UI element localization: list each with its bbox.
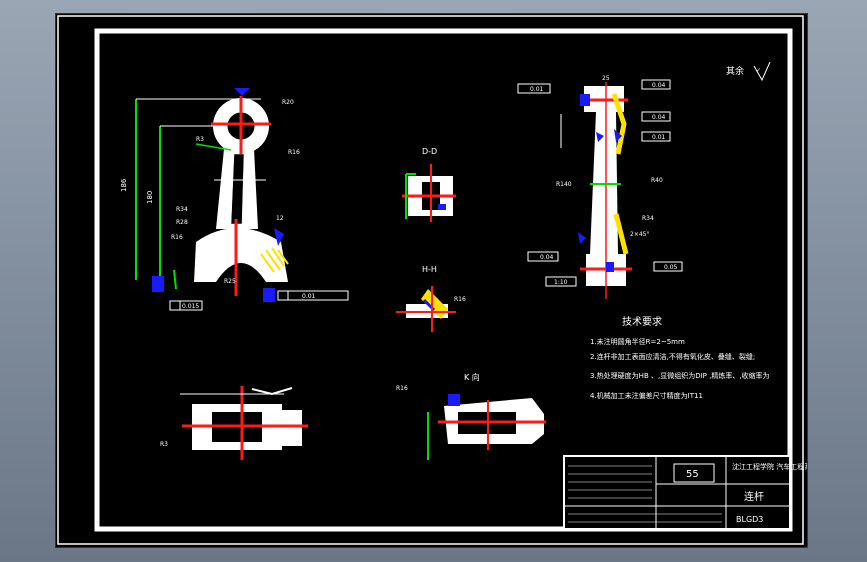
label-r34: R34 xyxy=(176,206,188,213)
svg-text:0.04: 0.04 xyxy=(652,82,666,89)
section-dd: D-D xyxy=(402,147,456,222)
svg-text:R34: R34 xyxy=(642,215,654,222)
svg-text:✓: ✓ xyxy=(756,67,761,74)
view-k: K 向 R16 xyxy=(396,372,546,460)
svg-text:2×45°: 2×45° xyxy=(630,231,649,238)
section-hh: H-H R16 xyxy=(396,265,466,332)
requirement-1: 1.未注明圆角半径R=2~5mm xyxy=(590,337,685,346)
svg-text:25: 25 xyxy=(602,75,610,82)
svg-text:H-H: H-H xyxy=(422,265,437,274)
technical-requirements: 技术要求 1.未注明圆角半径R=2~5mm 2.连杆非加工表面应清洁,不得有氧化… xyxy=(590,315,770,400)
label-r25: R25 xyxy=(224,278,236,285)
tol-001: 0.01 xyxy=(302,293,316,300)
requirement-4: 4.机械加工未注偏差尺寸精度为IT11 xyxy=(590,391,703,400)
tol-0015: 0.015 xyxy=(182,303,199,310)
requirement-3: 3.热处理硬度为HB 、,显微组织为DIP ,精炼率、,收缩率为 xyxy=(590,371,770,380)
svg-text:0.04: 0.04 xyxy=(652,114,666,121)
svg-text:R16: R16 xyxy=(454,296,466,303)
requirement-2: 2.连杆非加工表面应清洁,不得有氧化皮、叠缝、裂缝; xyxy=(590,352,755,361)
svg-text:1:10: 1:10 xyxy=(554,279,568,286)
drawing-number: BLGD3 xyxy=(736,515,763,524)
side-view-connecting-rod: 0.01 0.04 0.04 0.01 0.04 0.05 1:10 25 R1… xyxy=(517,75,683,299)
label-r28: R28 xyxy=(176,219,188,226)
dim-180: 180 xyxy=(146,191,154,204)
label-r16: R16 xyxy=(288,149,300,156)
inner-border xyxy=(94,28,793,532)
svg-text:R40: R40 xyxy=(651,177,663,184)
svg-text:0.05: 0.05 xyxy=(664,264,678,271)
school-name: 沈江工程学院 汽车工程系 xyxy=(732,462,807,471)
svg-text:0.04: 0.04 xyxy=(540,254,554,261)
outer-border xyxy=(57,15,804,545)
dim-186: 186 xyxy=(120,178,128,192)
svg-text:R16: R16 xyxy=(396,385,408,392)
roughness-note: 其余 ✓ xyxy=(726,61,771,82)
label-r16b: R16 xyxy=(171,234,183,241)
svg-text:K 向: K 向 xyxy=(464,372,480,382)
svg-text:0.01: 0.01 xyxy=(652,134,666,141)
cad-drawing: 其余 ✓ 186 180 xyxy=(57,15,807,545)
label-r20: R20 xyxy=(282,99,294,106)
bottom-view: R3 xyxy=(160,386,308,460)
svg-text:D-D: D-D xyxy=(422,147,437,156)
svg-text:R140: R140 xyxy=(556,181,572,188)
svg-text:R3: R3 xyxy=(160,441,168,448)
label-12: 12 xyxy=(276,215,284,222)
requirements-title: 技术要求 xyxy=(622,315,662,328)
svg-text:其余: 其余 xyxy=(726,65,744,77)
label-r3: R3 xyxy=(196,136,204,143)
svg-text:0.01: 0.01 xyxy=(530,86,544,93)
cad-viewport[interactable]: 其余 ✓ 186 180 xyxy=(56,14,807,547)
part-number: 55 xyxy=(686,469,699,480)
main-view-connecting-rod: 186 180 R20 R3 R16 xyxy=(120,88,349,311)
title-block: 55 沈江工程学院 汽车工程系 连杆 BLGD3 xyxy=(563,455,807,530)
part-name: 连杆 xyxy=(744,490,764,503)
